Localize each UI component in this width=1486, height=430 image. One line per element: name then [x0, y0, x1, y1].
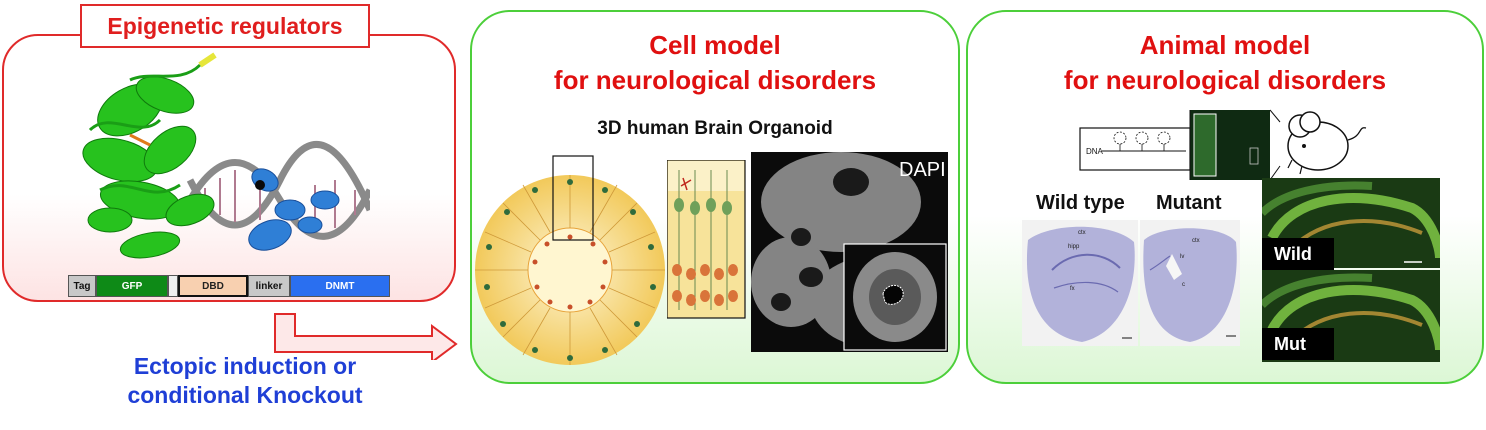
dapi-micrograph: DAPI — [751, 152, 948, 352]
animal-model-title-line-1: Animal model — [1139, 30, 1311, 60]
gfp-segment: GFP — [96, 275, 168, 297]
construct-bar: Tag GFP DBD linker DNMT — [68, 275, 390, 297]
animal-model-title: Animal model for neurological disorders — [966, 28, 1484, 98]
cell-model-title-line-2: for neurological disorders — [553, 65, 877, 95]
dna-label: DNA — [1086, 147, 1104, 156]
transgenic-schematic: DNA — [1079, 109, 1367, 181]
ctx-label-wt: ctx — [1078, 230, 1086, 236]
protein-dna-structure — [82, 52, 370, 259]
cell-model-title: Cell model for neurological disorders — [470, 28, 960, 98]
arrow-caption: Ectopic induction or conditional Knockou… — [100, 352, 390, 410]
animal-model-title-line-2: for neurological disorders — [1063, 65, 1387, 95]
hipp-label: hipp — [1068, 244, 1080, 250]
organoid-diagram — [475, 155, 665, 365]
cell-model-title-line-1: Cell model — [649, 30, 781, 60]
wild-type-label: Wild type — [1036, 192, 1125, 214]
ctx-label-mut: ctx — [1192, 238, 1200, 244]
epigenetic-panel — [2, 34, 456, 302]
tag-segment: Tag — [68, 275, 96, 297]
spacer-segment — [168, 275, 178, 297]
linker-segment: linker — [248, 275, 290, 297]
dbd-segment: DBD — [178, 275, 248, 297]
epigenetic-title: Epigenetic regulators — [80, 4, 370, 48]
organoid-subtitle: 3D human Brain Organoid — [597, 118, 833, 139]
mut-tag: Mut — [1262, 328, 1334, 360]
c-label: c — [1182, 282, 1185, 288]
lv-label: lv — [1180, 254, 1184, 260]
dapi-label: DAPI — [899, 159, 946, 181]
fx-label: fx — [1070, 286, 1075, 292]
dnmt-segment: DNMT — [290, 275, 390, 297]
arrow-caption-line-1: Ectopic induction or — [133, 353, 357, 379]
brain-sections: ctx hipp fx ctx lv c — [1022, 220, 1240, 346]
wild-tag: Wild — [1262, 238, 1334, 270]
mutant-label: Mutant — [1156, 192, 1222, 214]
neuron-inset — [667, 160, 746, 319]
arrow-caption-line-2: conditional Knockout — [127, 382, 363, 408]
arrow-to-cell-model — [274, 313, 458, 360]
